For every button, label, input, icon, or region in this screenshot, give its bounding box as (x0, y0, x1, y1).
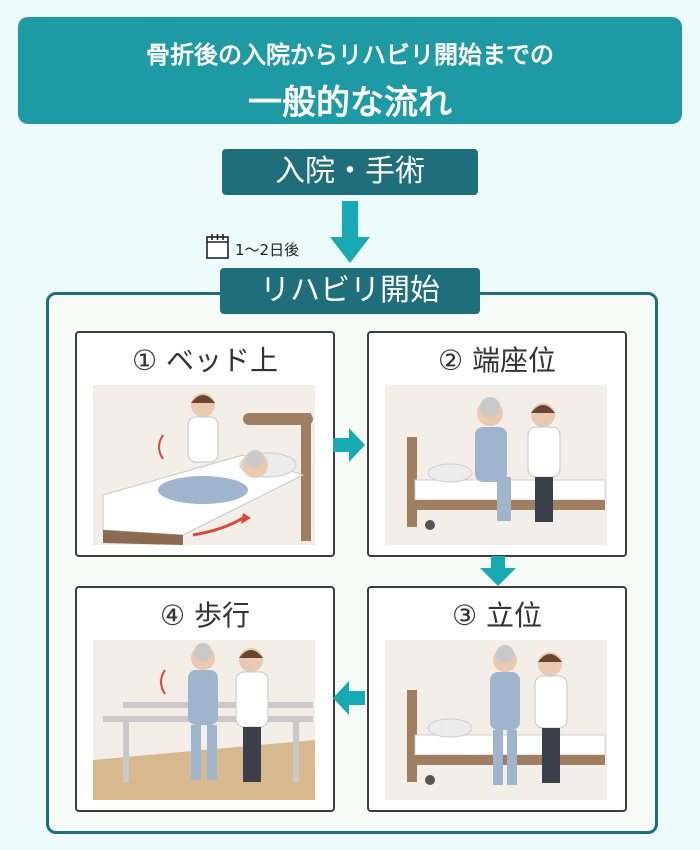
step-label: ② 端座位 (369, 339, 625, 379)
step-card-bed: ① ベッド上 (75, 331, 335, 557)
patient-walking-illustration (93, 640, 315, 800)
step-label: ④ 歩行 (77, 594, 333, 634)
step-card-sitting: ② 端座位 (367, 331, 627, 557)
stage-rehab-start-box: リハビリ開始 (220, 268, 480, 314)
step-label: ③ 立位 (369, 594, 625, 634)
patient-sitting-illustration (385, 385, 607, 545)
patient-in-bed-illustration (93, 385, 315, 545)
stage-admission-surgery-box: 入院・手術 (222, 149, 478, 195)
title-banner: 骨折後の入院からリハビリ開始までの 一般的な流れ (18, 17, 682, 124)
left-arrow-icon (333, 681, 365, 715)
step-card-standing: ③ 立位 (367, 586, 627, 812)
patient-standing-illustration (385, 640, 607, 800)
step-label: ① ベッド上 (77, 339, 333, 379)
down-arrow-icon (330, 201, 370, 265)
right-arrow-icon (333, 428, 365, 462)
calendar-icon (205, 231, 231, 261)
title-line-1: 骨折後の入院からリハビリ開始までの (18, 35, 682, 70)
interval-note: 1～2日後 (235, 239, 299, 260)
step-card-walking: ④ 歩行 (75, 586, 335, 812)
title-line-2: 一般的な流れ (18, 75, 682, 124)
down-arrow-icon (480, 556, 516, 586)
